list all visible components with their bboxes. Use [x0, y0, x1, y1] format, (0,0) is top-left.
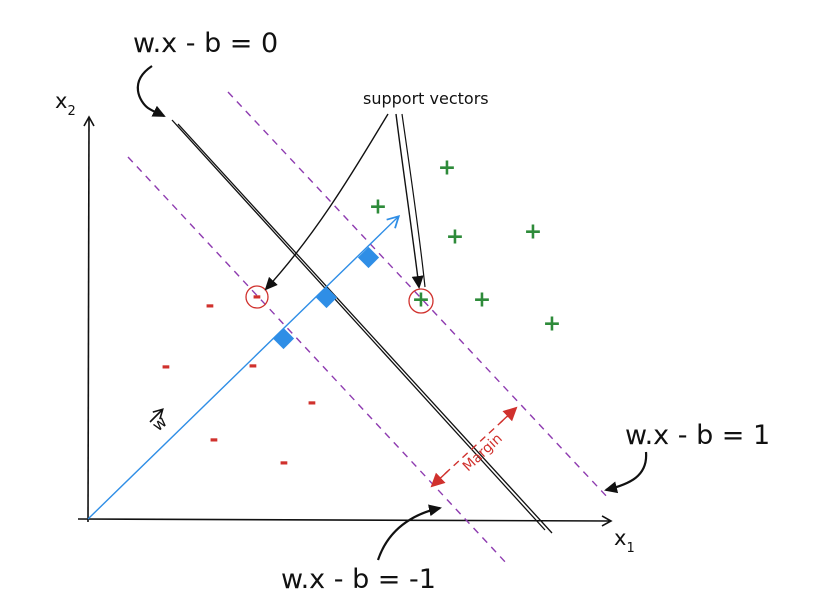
x2-axis-label-base: x	[55, 89, 67, 113]
negative-support-vector-point: -	[252, 285, 261, 310]
negative-point: -	[209, 428, 218, 453]
margin-arrow-head-lower	[430, 470, 449, 488]
hyperplane-line-a	[171, 119, 546, 531]
w-vector-label-arrow	[149, 408, 164, 423]
support-vector-pointer-positive-a	[395, 113, 424, 289]
positive-support-vector-point: +	[412, 288, 430, 313]
positive-point: +	[473, 288, 491, 313]
positive-point: +	[446, 225, 464, 250]
w-vector: w	[87, 214, 401, 520]
hyperplane-equation: w.x - b = 0	[133, 28, 278, 59]
x-axis	[77, 515, 613, 527]
positive-support-vector-circle	[408, 288, 434, 314]
x1-axis-label: x1	[614, 526, 635, 556]
negative-margin-annotation: w.x - b = -1	[281, 504, 442, 595]
positive-point: +	[524, 220, 542, 245]
x1-axis-label-sub: 1	[626, 541, 634, 556]
support-vectors-label: support vectors	[363, 89, 489, 108]
negative-point: -	[205, 294, 214, 319]
positive-margin-annotation: w.x - b = 1	[604, 420, 770, 494]
support-vector-circles	[245, 285, 434, 314]
w-vector-label: w	[148, 412, 170, 435]
projection-marker-hyperplane	[315, 286, 338, 309]
y-axis	[83, 115, 95, 523]
negative-margin-equation: w.x - b = -1	[281, 564, 436, 595]
support-vector-pointer-positive-b	[401, 113, 426, 288]
x2-axis-label: x2	[55, 89, 76, 119]
negative-margin-pointer	[376, 504, 442, 561]
x1-axis-label-base: x	[614, 526, 626, 550]
negative-point: -	[248, 354, 257, 379]
negative-support-vector-circle	[245, 285, 269, 309]
margin-lines	[127, 91, 611, 566]
hyperplane-annotation: w.x - b = 0	[133, 28, 278, 117]
w-vector-line	[87, 214, 401, 520]
x2-axis-label-sub: 2	[67, 104, 75, 119]
negative-point: -	[279, 451, 288, 476]
negative-point: -	[307, 391, 316, 416]
axes: x1 x2	[55, 89, 635, 556]
projection-marker-positive	[357, 246, 380, 269]
positive-point: +	[369, 195, 387, 220]
hyperplane	[171, 119, 553, 534]
negative-points: - - - - - - -	[161, 285, 316, 476]
negative-margin-line	[127, 156, 509, 566]
positive-points: + + + + + + +	[369, 156, 561, 337]
negative-point: -	[161, 355, 170, 380]
positive-point: +	[438, 156, 456, 181]
positive-margin-pointer	[604, 451, 648, 494]
hyperplane-line-b	[177, 123, 553, 534]
margin-label: Margin	[460, 431, 506, 475]
positive-point: +	[543, 312, 561, 337]
support-vectors-annotation: support vectors	[264, 89, 489, 291]
margin-arrow-line	[435, 411, 513, 483]
positive-margin-line	[227, 91, 611, 501]
positive-margin-equation: w.x - b = 1	[625, 420, 770, 451]
hyperplane-pointer	[136, 65, 166, 117]
margin-arrow-head-upper	[499, 406, 518, 424]
support-vector-pointer-negative	[264, 113, 389, 291]
